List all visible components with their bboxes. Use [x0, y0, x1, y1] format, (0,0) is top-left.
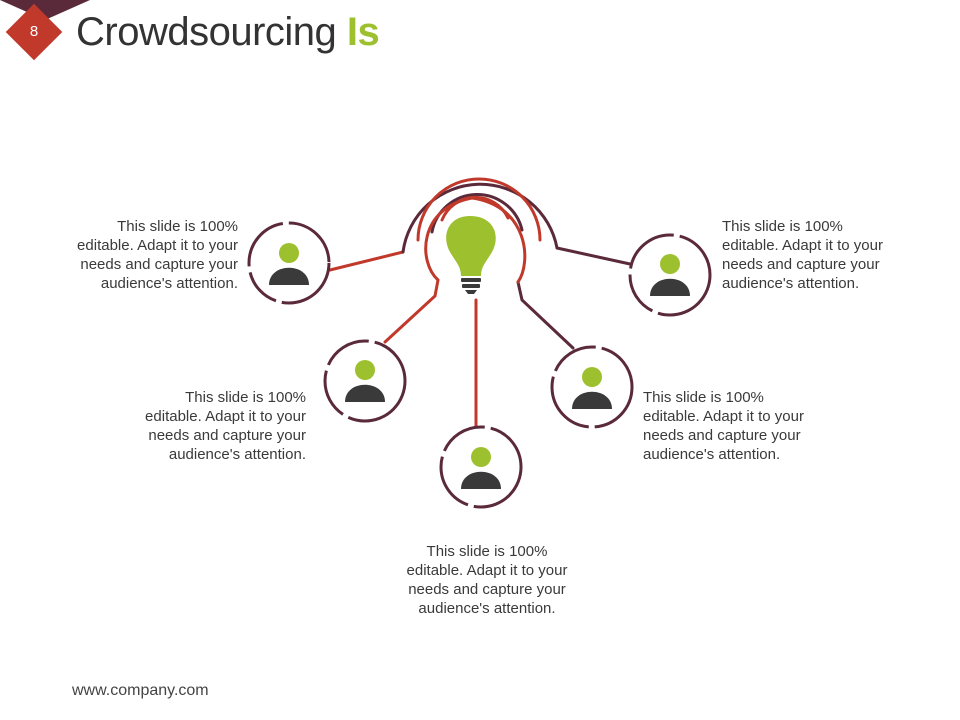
person-icon	[345, 360, 385, 402]
bulb-frame	[424, 196, 527, 284]
title-accent: Is	[346, 10, 380, 54]
person-icon	[572, 367, 612, 409]
person-node-bottom	[439, 425, 523, 509]
description-mid-left: This slide is 100% editable. Adapt it to…	[145, 389, 306, 463]
person-icon	[461, 447, 501, 489]
slide-title: Crowdsourcing Is	[76, 10, 380, 55]
description-top-right: This slide is 100% editable. Adapt it to…	[722, 218, 883, 292]
description-bottom: This slide is 100% editable. Adapt it to…	[406, 543, 568, 617]
arc-mid-1	[416, 177, 542, 242]
person-icon	[269, 243, 309, 285]
person-node-mid-left	[323, 339, 407, 423]
lightbulb-icon	[446, 216, 496, 294]
person-node-top-left	[247, 221, 331, 305]
connector-top-left	[328, 250, 405, 272]
connector-mid-left	[383, 278, 440, 344]
description-top-left: This slide is 100% editable. Adapt it to…	[77, 218, 238, 292]
person-icon	[650, 254, 690, 296]
slide-number: 8	[29, 23, 39, 40]
person-node-mid-right	[550, 345, 634, 429]
arc-outer	[401, 182, 559, 254]
signal-arcs	[401, 177, 559, 284]
description-mid-right: This slide is 100% editable. Adapt it to…	[643, 389, 804, 463]
footer-url: www.company.com	[72, 682, 209, 699]
title-main: Crowdsourcing	[76, 10, 337, 54]
person-node-top-right	[628, 233, 712, 317]
corner-decoration	[0, 0, 90, 20]
connector-mid-right	[516, 280, 575, 350]
connector-top-right	[555, 246, 632, 266]
